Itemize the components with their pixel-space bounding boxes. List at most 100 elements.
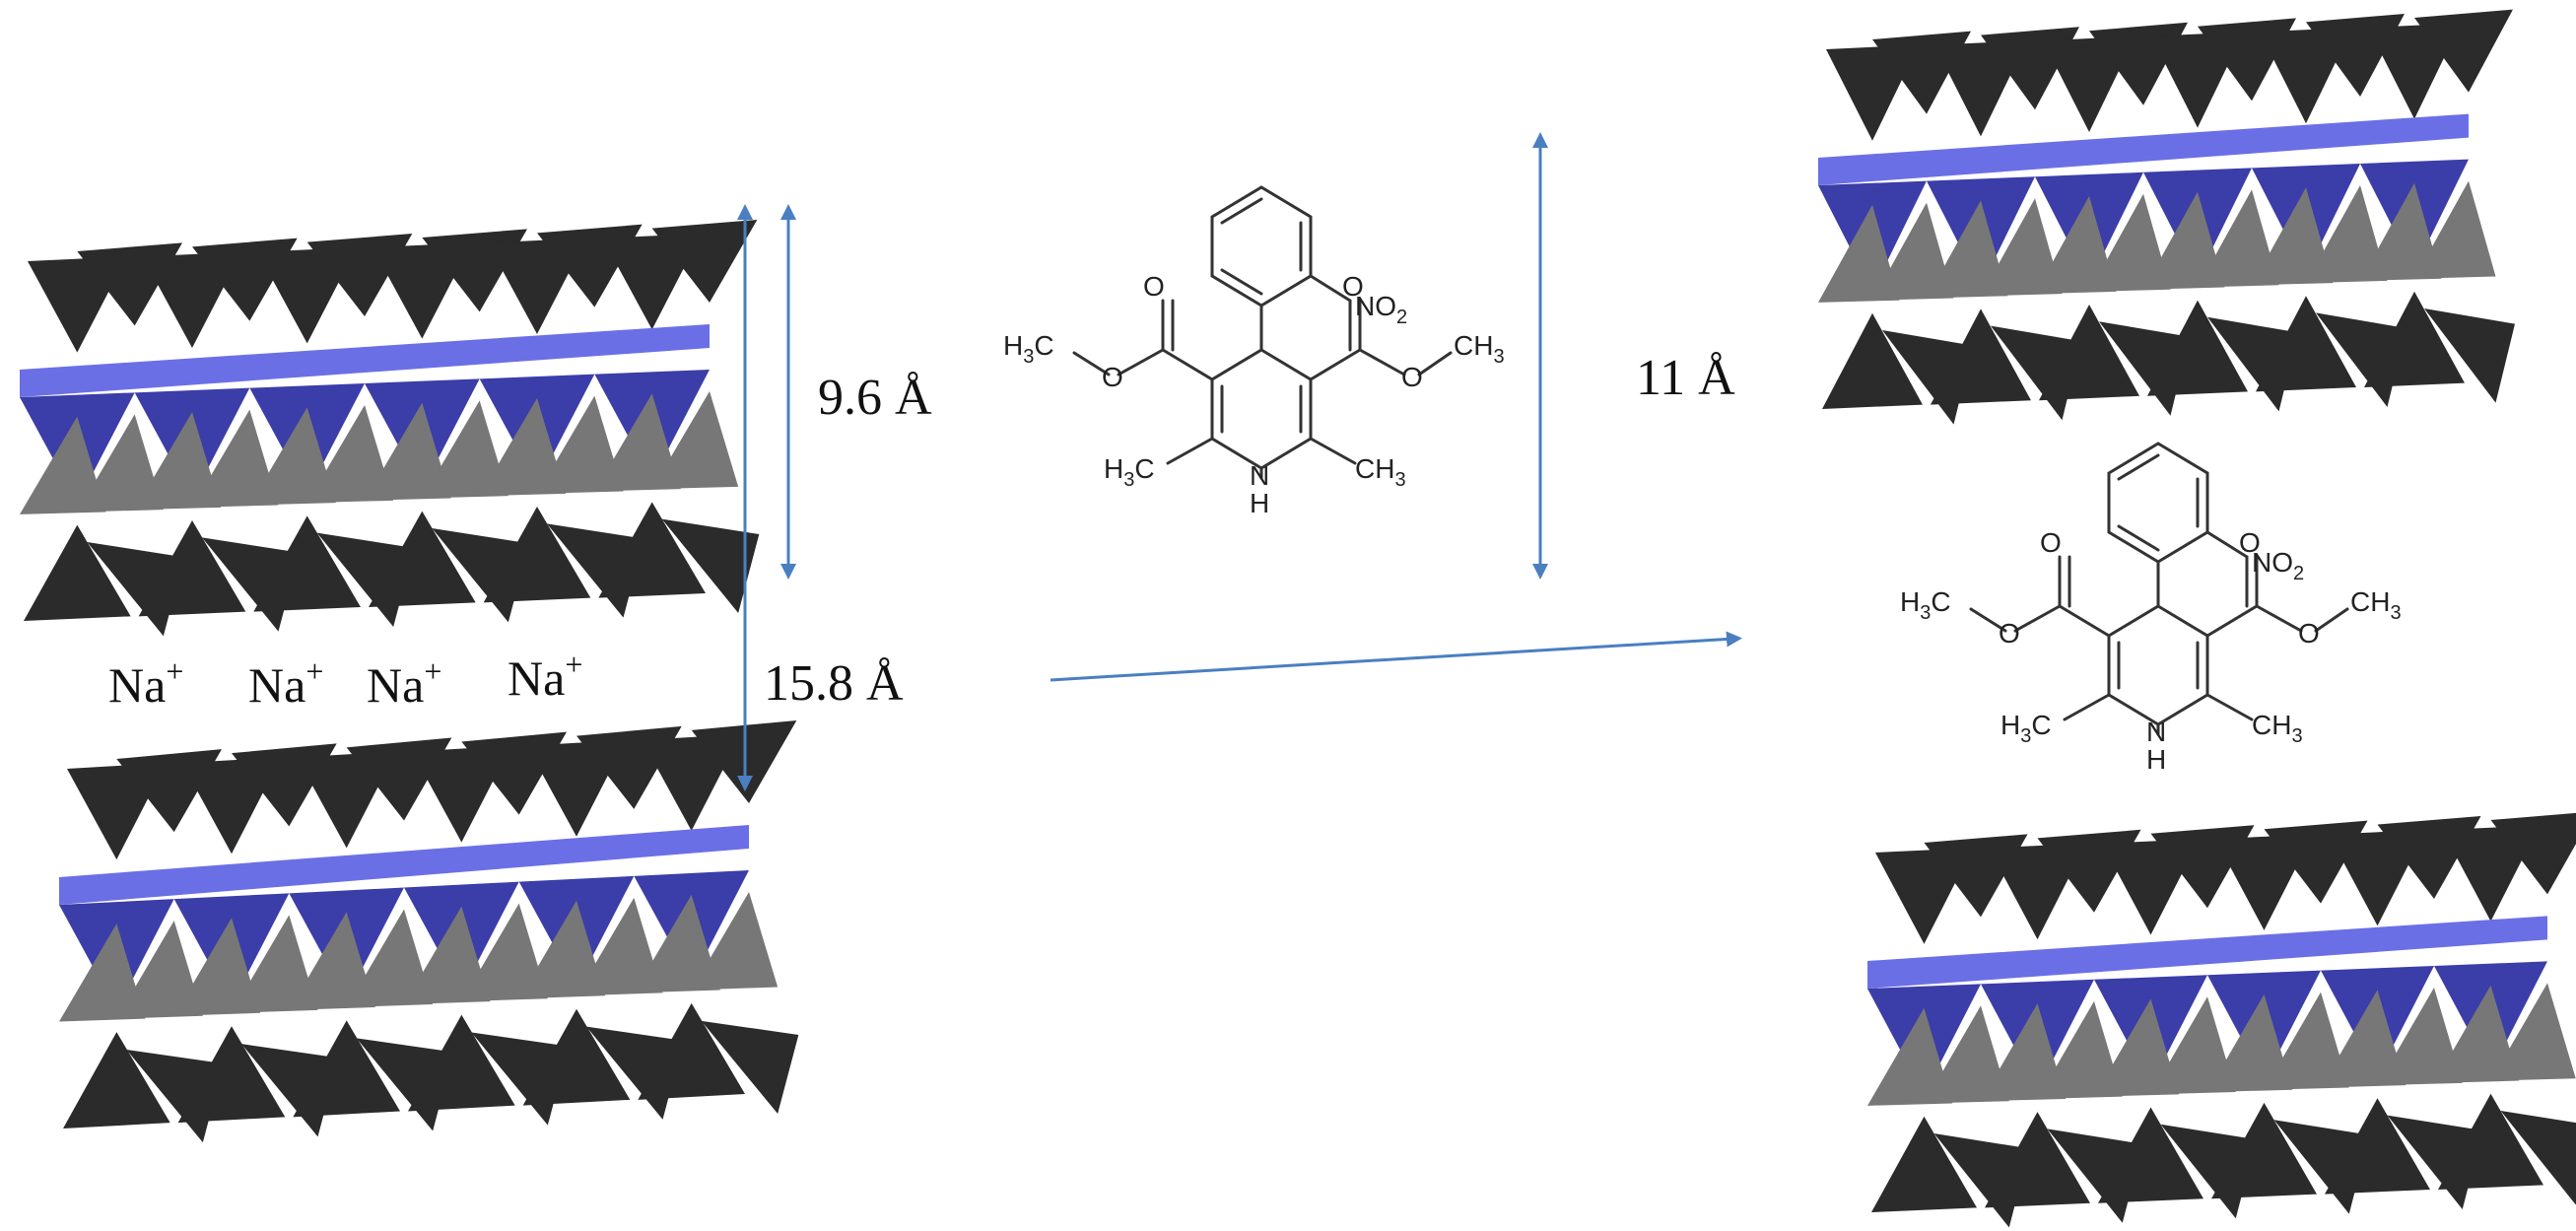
octahedron-grey <box>1872 202 1954 301</box>
clay-sheet-left-top <box>20 220 760 637</box>
nitrogen-label: N <box>1250 460 1269 491</box>
octahedral-top-face <box>20 324 710 397</box>
octahedron-grey <box>2414 180 2496 279</box>
oxygen-label-ester-right: O <box>1401 362 1423 392</box>
hydrogen-label: H <box>1250 488 1269 518</box>
tetrahedron-bottom-back <box>701 1020 799 1114</box>
octahedron-grey <box>346 909 434 1007</box>
octahedron-grey <box>2037 1000 2123 1099</box>
octahedron-grey <box>1818 204 1900 303</box>
oxygen-label-ester-left: O <box>1102 362 1123 392</box>
octahedron-grey <box>651 391 739 490</box>
tetrahedron-bottom <box>2364 291 2465 387</box>
tetrahedron-bottom <box>2211 1102 2317 1199</box>
octahedron-grey <box>2434 985 2520 1083</box>
octahedron-grey <box>1981 198 2063 297</box>
label-11: 11 Å <box>1636 350 1735 406</box>
octahedron-grey <box>2264 992 2349 1090</box>
octahedron-grey <box>20 416 106 514</box>
octahedron-grey <box>134 412 222 511</box>
octahedron-grey <box>2089 193 2171 292</box>
oxygen-label-ester-left-2: O <box>1999 618 2020 649</box>
tetrahedron-bottom <box>1931 308 2031 405</box>
reaction-arrow <box>1050 631 1742 682</box>
sodium-cations: Na+ Na+ Na+ Na+ <box>108 647 582 713</box>
tetrahedron-bottom-back <box>2424 308 2515 403</box>
tetrahedron-bottom <box>253 515 361 612</box>
oxygen-label-left: O <box>1143 271 1165 302</box>
nifedipine-molecule-intercalated: NO2 O O O O H3C CH3 H3C CH3 N H <box>1900 442 2402 775</box>
tetrahedron-bottom <box>408 1014 515 1112</box>
octahedron-grey <box>537 395 624 494</box>
methyl-ring-left-2: H3C <box>2000 710 2052 747</box>
tetrahedron-bottom <box>2256 296 2356 392</box>
tetrahedron-bottom <box>638 1002 745 1100</box>
tetrahedron-bottom <box>522 1008 631 1106</box>
tetrahedron-bottom <box>1822 312 1923 409</box>
tetrahedron-bottom <box>2325 1098 2430 1195</box>
tetrahedron-bottom <box>598 502 706 598</box>
na-label-2: Na+ <box>248 653 323 713</box>
tetrahedron-bottom <box>24 524 131 621</box>
octahedron-grey <box>173 918 261 1016</box>
octahedron-grey <box>2094 998 2180 1097</box>
tetrahedron-top-back <box>2490 812 2576 895</box>
clay-sheet-left-bottom <box>59 720 799 1143</box>
octahedron-grey <box>2150 996 2236 1095</box>
octahedron-grey <box>232 915 318 1013</box>
nifedipine-molecule-center: NO2 O O O O H3C CH3 H3C CH3 N H <box>1003 185 1505 518</box>
tetrahedron-bottom <box>1871 1116 1977 1212</box>
octahedron-grey <box>2490 983 2576 1081</box>
octahedron-grey <box>594 393 681 492</box>
octahedron-grey <box>1924 1005 2009 1104</box>
na-label-4: Na+ <box>508 647 582 706</box>
oxygen-label-right-2: O <box>2239 527 2261 558</box>
label-15-8: 15.8 Å <box>764 655 904 712</box>
octahedral-top-face <box>59 825 749 905</box>
tetrahedron-bottom <box>2098 1107 2203 1203</box>
octahedron-grey <box>289 912 375 1010</box>
nitrogen-label-2: N <box>2146 717 2166 747</box>
octahedron-grey <box>479 398 567 497</box>
octahedron-grey <box>634 894 720 993</box>
no2-label-2: NO2 <box>2252 547 2304 584</box>
methyl-ring-left: H3C <box>1104 453 1155 491</box>
octahedron-grey <box>365 402 451 501</box>
tetrahedron-bottom <box>177 1026 286 1124</box>
oxygen-label-left-2: O <box>2040 527 2062 558</box>
tetrahedron-bottom <box>293 1020 400 1118</box>
na-label-1: Na+ <box>108 653 183 713</box>
octahedron-grey <box>306 405 394 504</box>
tetrahedron-bottom-back <box>661 518 760 613</box>
tetrahedron-top-back <box>2414 9 2513 93</box>
octahedron-grey <box>2377 988 2463 1086</box>
hydrogen-label-2: H <box>2146 744 2166 775</box>
octahedron-grey <box>59 923 146 1022</box>
octahedron-grey <box>2198 189 2279 288</box>
methyl-ring-right-2: CH3 <box>2252 710 2303 747</box>
tetrahedron-bottom <box>1985 1112 2090 1208</box>
tetrahedron-bottom <box>2438 1093 2543 1190</box>
octahedron-grey <box>404 906 491 1005</box>
tetrahedron-bottom <box>2039 305 2139 401</box>
octahedron-grey <box>2321 990 2407 1088</box>
octahedron-grey <box>576 897 663 996</box>
octahedron-grey <box>461 903 548 1002</box>
octahedron-grey <box>1927 200 2008 299</box>
tetrahedron-top-back <box>651 220 758 303</box>
octahedron-grey <box>1981 1003 2067 1102</box>
methyl-ring-right: CH3 <box>1355 453 1406 491</box>
octahedron-grey <box>192 409 279 508</box>
na-label-3: Na+ <box>367 653 441 713</box>
octahedron-grey <box>422 400 508 499</box>
oxygen-label-right: O <box>1342 271 1364 302</box>
methyl-ester-left: H3C <box>1003 330 1054 368</box>
no2-label: NO2 <box>1355 291 1407 328</box>
methyl-ester-left-2: H3C <box>1900 586 1951 624</box>
octahedron-grey <box>77 414 164 513</box>
octahedral-top-face <box>1867 916 2547 989</box>
octahedron-grey <box>2360 182 2442 281</box>
octahedral-top-face <box>1818 113 2469 185</box>
octahedron-grey <box>691 892 779 991</box>
methyl-ester-right: CH3 <box>1454 330 1505 368</box>
